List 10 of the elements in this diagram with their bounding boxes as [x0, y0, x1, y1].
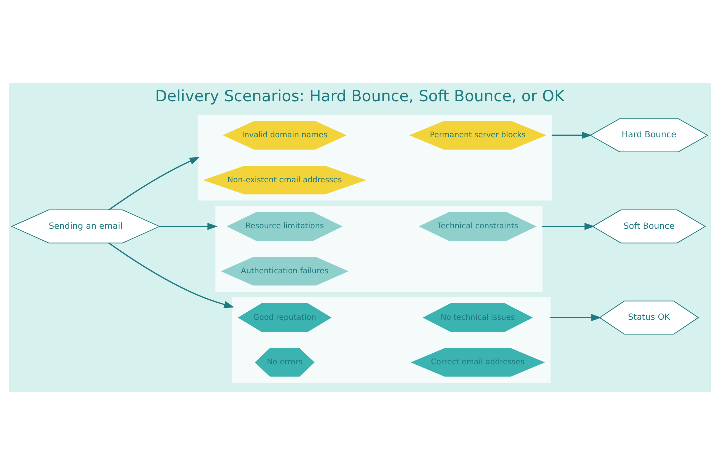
- cluster: [216, 206, 543, 292]
- cluster: [198, 114, 552, 200]
- arrow: [160, 222, 218, 230]
- diagram-title: Delivery Scenarios: Hard Bounce, Soft Bounce, or OK: [155, 87, 565, 106]
- arrow: [108, 242, 234, 308]
- arrow: [550, 314, 602, 321]
- arrow: [108, 156, 200, 210]
- arrow: [552, 131, 592, 139]
- arrow: [542, 222, 595, 230]
- cluster: [232, 296, 551, 383]
